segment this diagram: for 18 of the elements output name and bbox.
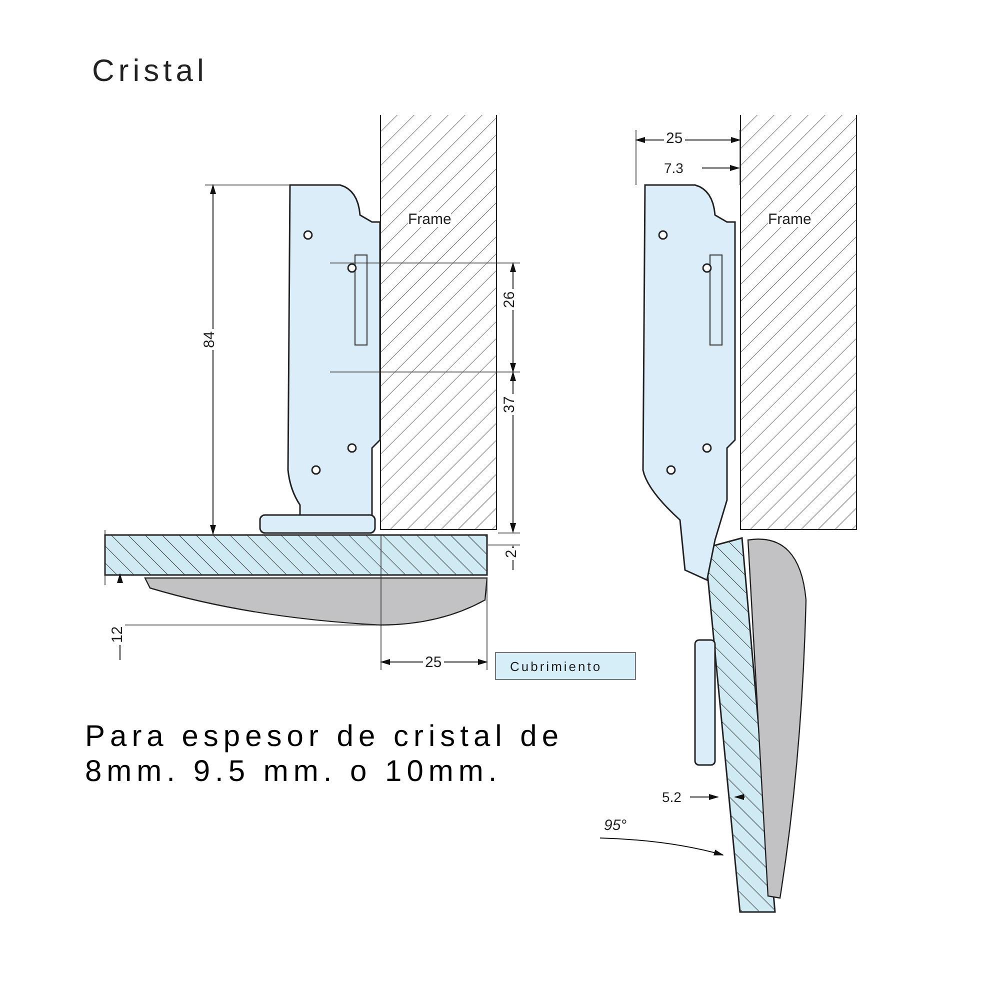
dimension-value: 26 [502, 289, 517, 310]
angle-value: 95° [604, 818, 627, 833]
frame-label: Frame [768, 212, 812, 227]
title: Cristal [92, 55, 208, 86]
dimension-value: 37 [502, 394, 517, 415]
dimension-value: 12 [110, 624, 125, 645]
frame-label: Frame [408, 212, 452, 227]
frame-wall [380, 115, 497, 530]
note-text: Para espesor de cristal de 8mm. 9.5 mm. o 10mm. [85, 720, 565, 789]
dimension-value: 84 [202, 329, 217, 350]
caption-text: Cubrimiento [510, 660, 602, 673]
dimension-value: 2 [504, 548, 519, 560]
caption-box [495, 652, 636, 680]
dimension-value: 25 [664, 131, 685, 146]
dimension-value: 7.3 [662, 161, 686, 175]
frame-wall [740, 115, 857, 530]
dimension-value: 5.2 [660, 790, 684, 804]
dimension-value: 25 [423, 655, 444, 670]
